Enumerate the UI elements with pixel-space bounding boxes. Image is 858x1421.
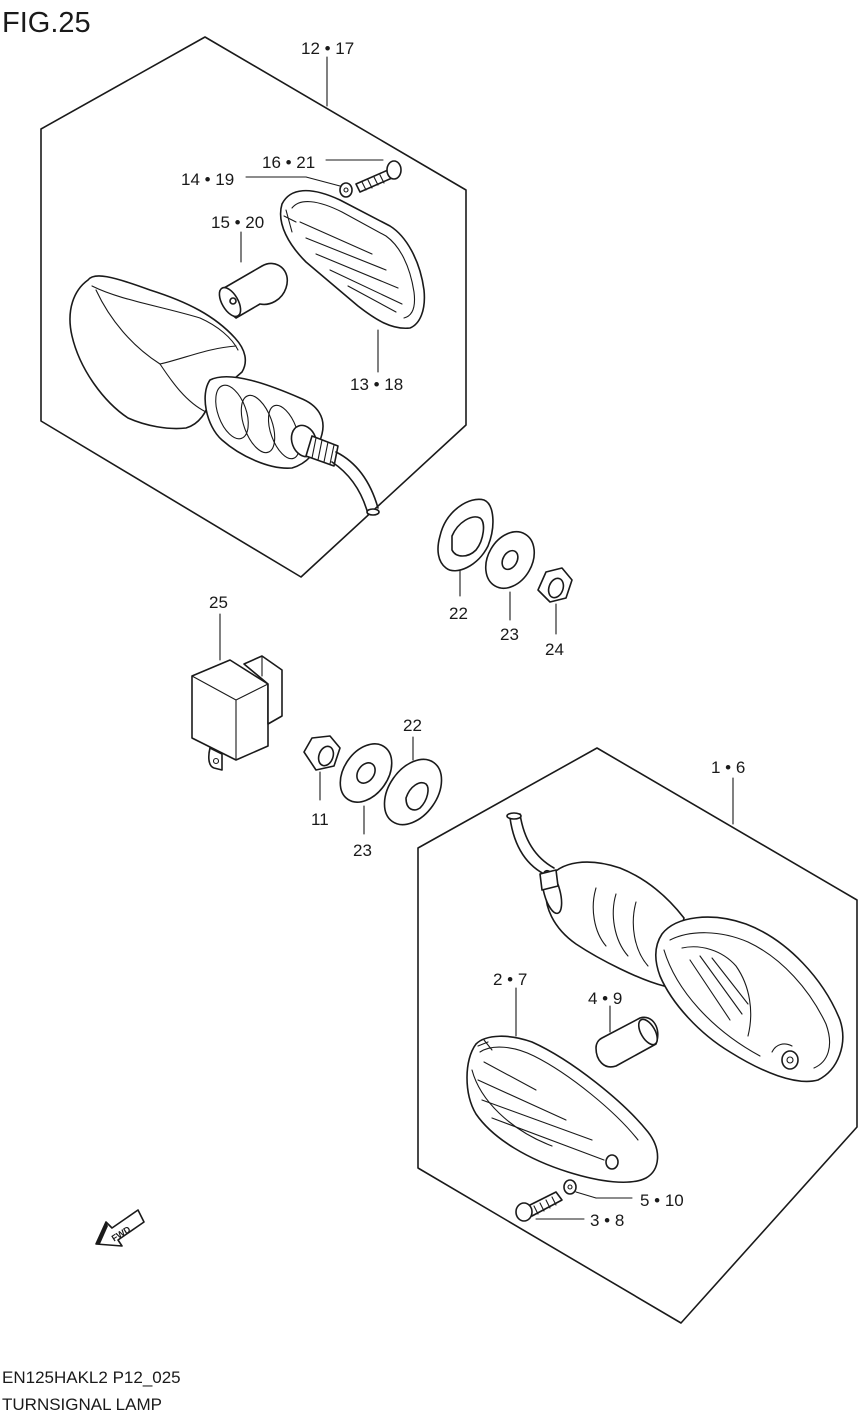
callout-25: 25	[209, 593, 228, 612]
callout-13-18: 13 • 18	[350, 375, 403, 394]
upper-screw	[325, 159, 402, 193]
flasher-relay	[191, 613, 283, 771]
callout-11: 11	[311, 810, 329, 829]
upper-assembly	[40, 36, 467, 578]
callout-12-17: 12 • 17	[301, 39, 354, 58]
lower-hardware	[303, 735, 443, 835]
upper-small-washer	[245, 176, 353, 198]
lower-assembly-boundary	[417, 747, 858, 1324]
lower-small-washer	[563, 1179, 633, 1199]
callout-15-20: 15 • 20	[211, 213, 264, 232]
upper-hardware	[437, 498, 573, 635]
lower-lamp-body	[506, 812, 844, 1083]
callout-22-upper: 22	[449, 604, 468, 623]
callout-22-lower: 22	[403, 716, 422, 735]
upper-assembly-boundary	[40, 36, 467, 578]
callout-16-21: 16 • 21	[262, 153, 315, 172]
callout-labels: 12 • 17 16 • 21 14 • 19 15 • 20 13 • 18 …	[181, 39, 745, 1230]
lower-lens	[466, 987, 659, 1184]
callout-23-lower: 23	[353, 841, 372, 860]
callout-2-7: 2 • 7	[493, 970, 527, 989]
fwd-arrow-icon: FWD	[95, 1209, 145, 1247]
upper-lamp-body	[69, 275, 380, 516]
callout-4-9: 4 • 9	[588, 989, 622, 1008]
lower-screw	[515, 1191, 585, 1222]
upper-lens	[279, 189, 426, 373]
callout-5-10: 5 • 10	[640, 1191, 684, 1210]
lower-bulb	[595, 1005, 659, 1068]
callout-24: 24	[545, 640, 564, 659]
model-code: EN125HAKL2 P12_025	[2, 1368, 181, 1387]
callout-14-19: 14 • 19	[181, 170, 234, 189]
callout-3-8: 3 • 8	[590, 1211, 624, 1230]
figure-caption: TURNSIGNAL LAMP	[2, 1395, 162, 1414]
upper-bulb	[218, 231, 289, 319]
callout-23-upper: 23	[500, 625, 519, 644]
callout-1-6: 1 • 6	[711, 758, 745, 777]
lower-assembly	[417, 747, 858, 1324]
figure-title: FIG.25	[2, 7, 91, 39]
